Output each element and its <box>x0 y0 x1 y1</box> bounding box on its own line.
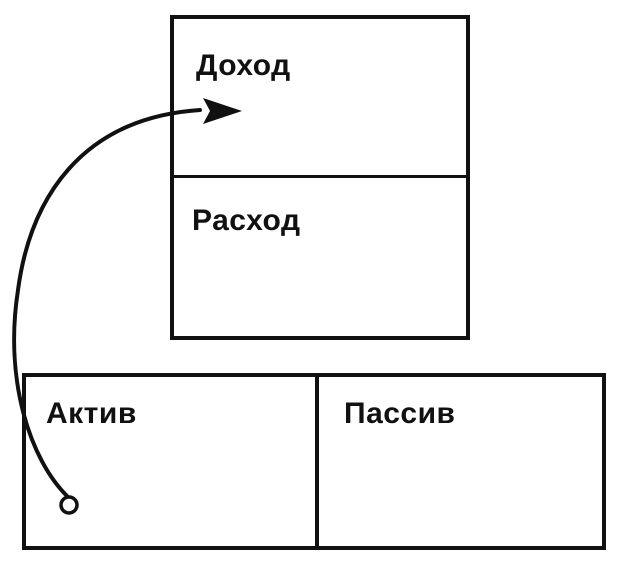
asset-label: Актив <box>46 397 137 430</box>
income-expense-divider <box>174 175 466 178</box>
balance-table: Актив Пассив <box>22 373 606 550</box>
income-expense-table: Доход Расход <box>170 15 470 340</box>
balance-divider <box>315 377 319 546</box>
liability-label: Пассив <box>344 397 456 430</box>
income-label: Доход <box>196 49 291 82</box>
expense-label: Расход <box>192 204 301 237</box>
